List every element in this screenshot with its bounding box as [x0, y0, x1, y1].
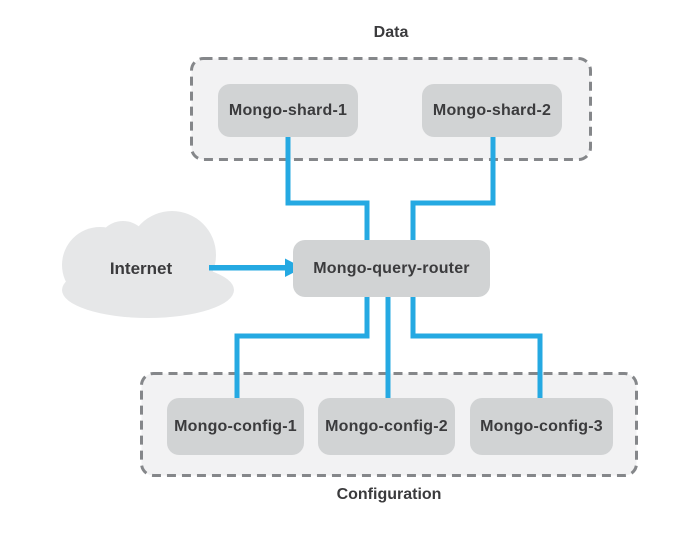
node-mongo-shard-1: Mongo-shard-1 [218, 84, 358, 137]
node-mongo-config-3: Mongo-config-3 [470, 398, 613, 455]
node-mongo-query-router: Mongo-query-router [293, 240, 490, 297]
internet-to-router-arrow [209, 258, 303, 277]
connector-shard2-to-router [410, 136, 496, 241]
connector-shard1-to-router [285, 136, 370, 241]
internet-cloud-icon [62, 211, 234, 318]
node-label: Mongo-query-router [313, 259, 470, 277]
connector-lines [234, 136, 543, 399]
node-label: Mongo-config-3 [480, 417, 603, 435]
configuration-group-label: Configuration [336, 486, 442, 503]
connector-router-to-config1 [234, 296, 370, 399]
node-mongo-config-1: Mongo-config-1 [167, 398, 304, 455]
connector-router-to-config3 [410, 296, 543, 399]
node-label: Mongo-config-2 [325, 417, 448, 435]
node-label: Mongo-config-1 [174, 417, 297, 435]
node-label: Mongo-shard-1 [228, 101, 348, 119]
data-group-label: Data [373, 24, 409, 41]
node-label: Mongo-shard-2 [432, 101, 552, 119]
node-mongo-shard-2: Mongo-shard-2 [422, 84, 562, 137]
internet-label: Internet [109, 259, 173, 278]
node-mongo-config-2: Mongo-config-2 [318, 398, 455, 455]
